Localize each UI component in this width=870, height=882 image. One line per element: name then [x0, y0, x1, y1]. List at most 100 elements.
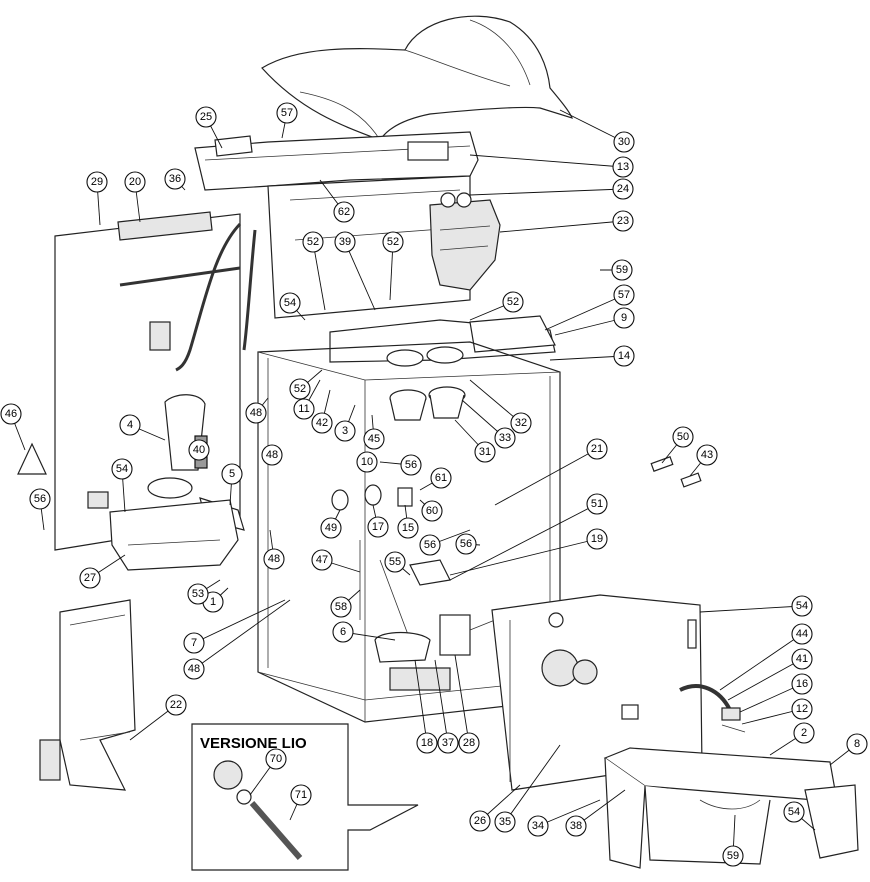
callout-circle: [86, 171, 108, 193]
callout-2: 2: [793, 722, 815, 744]
callout-circle: [289, 378, 311, 400]
leader-line: [454, 654, 470, 744]
callout-circle: [502, 291, 524, 313]
callout-58: 58: [330, 596, 352, 618]
callout-47: 47: [311, 549, 333, 571]
callout-circle: [276, 102, 298, 124]
callout-number: 32: [515, 417, 527, 429]
callout-circle: [791, 648, 813, 670]
callout-10: 10: [356, 451, 378, 473]
callout-number: 54: [796, 600, 808, 612]
callout-circle: [183, 632, 205, 654]
callout-number: 58: [335, 601, 347, 613]
callout-circle: [245, 402, 267, 424]
callout-circle: [165, 694, 187, 716]
callout-20: 20: [124, 171, 146, 193]
callout-56: 56: [29, 488, 51, 510]
callout-17: 17: [367, 516, 389, 538]
leader-line: [434, 659, 449, 744]
callout-circle: [791, 623, 813, 645]
callout-45: 45: [363, 428, 385, 450]
callout-number: 40: [193, 444, 205, 456]
callout-circle: [367, 516, 389, 538]
callout-layer: 1234567891011121314151617181920212223242…: [0, 102, 868, 867]
callout-circle: [613, 131, 635, 153]
callout-number: 41: [796, 653, 808, 665]
callout-29: 29: [86, 171, 108, 193]
leader-line: [549, 355, 625, 361]
callout-number: 1: [210, 596, 216, 608]
callout-number: 52: [387, 236, 399, 248]
callout-circle: [111, 458, 133, 480]
callout-32: 32: [510, 412, 532, 434]
callout-41: 41: [791, 648, 813, 670]
callout-number: 39: [339, 236, 351, 248]
callout-circle: [261, 444, 283, 466]
callout-5: 5: [221, 463, 243, 485]
callout-71: 71: [290, 784, 312, 806]
callout-49: 49: [320, 517, 342, 539]
callout-circle: [400, 454, 422, 476]
leader-line: [312, 241, 326, 311]
callout-40: 40: [188, 439, 210, 461]
callout-circle: [613, 345, 635, 367]
callout-number: 19: [591, 533, 603, 545]
inset-title: VERSIONE LIO: [200, 735, 307, 752]
callout-circle: [382, 231, 404, 253]
leader-line: [193, 599, 286, 644]
callout-48: 48: [245, 402, 267, 424]
callout-circle: [0, 403, 22, 425]
callout-number: 42: [316, 417, 328, 429]
part-main-cabinet: [257, 341, 561, 723]
callout-26: 26: [469, 810, 491, 832]
callout-48: 48: [263, 548, 285, 570]
callout-circle: [672, 426, 694, 448]
callout-circle: [334, 420, 356, 442]
callout-number: 56: [405, 459, 417, 471]
callout-number: 56: [460, 538, 472, 550]
callout-70: 70: [265, 748, 287, 770]
callout-number: 48: [250, 407, 262, 419]
callout-number: 57: [618, 289, 630, 301]
callout-23: 23: [612, 210, 634, 232]
callout-number: 48: [268, 553, 280, 565]
callout-circle: [363, 428, 385, 450]
callout-number: 52: [294, 383, 306, 395]
callout-55: 55: [384, 551, 406, 573]
callout-28: 28: [458, 732, 480, 754]
callout-circle: [290, 784, 312, 806]
callout-circle: [527, 815, 549, 837]
callout-number: 57: [281, 107, 293, 119]
callout-circle: [320, 517, 342, 539]
callout-52: 52: [302, 231, 324, 253]
callout-3: 3: [334, 420, 356, 442]
callout-circle: [333, 201, 355, 223]
callout-number: 48: [188, 663, 200, 675]
callout-number: 11: [298, 403, 309, 415]
leader-line: [504, 744, 561, 823]
callout-circle: [722, 845, 744, 867]
callout-circle: [613, 307, 635, 329]
callout-number: 54: [284, 297, 296, 309]
part-lid-cover: [261, 15, 573, 141]
callout-15: 15: [397, 517, 419, 539]
callout-circle: [195, 106, 217, 128]
callout-number: 21: [591, 443, 603, 455]
part-hoses: [119, 222, 257, 372]
callout-circle: [124, 171, 146, 193]
callout-circle: [696, 444, 718, 466]
leader-line: [469, 379, 522, 424]
callout-number: 45: [368, 433, 380, 445]
callout-number: 38: [570, 820, 582, 832]
callout-56: 56: [455, 533, 477, 555]
callout-circle: [279, 292, 301, 314]
leader-line: [739, 683, 803, 713]
callout-number: 3: [342, 425, 348, 437]
part-lever: [679, 684, 746, 733]
callout-14: 14: [613, 345, 635, 367]
callout-number: 2: [801, 727, 807, 739]
callout-number: 17: [372, 521, 384, 533]
callout-number: 23: [617, 215, 629, 227]
callout-circle: [494, 427, 516, 449]
